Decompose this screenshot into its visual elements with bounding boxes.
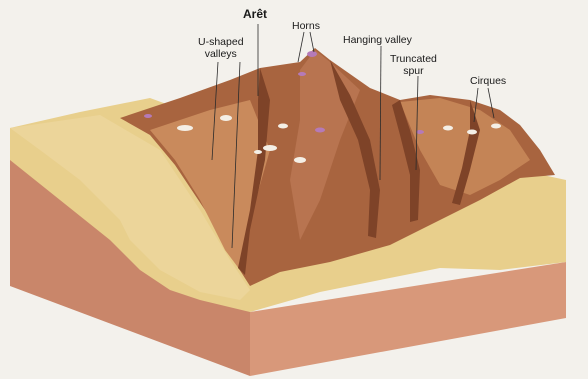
snow-patch-icon — [294, 157, 306, 163]
label-truncated-spur: Truncated spur — [390, 53, 437, 77]
leader-horns-2 — [310, 32, 314, 52]
snow-patch-icon — [263, 145, 277, 151]
ice-pink-icon — [144, 114, 152, 118]
snow-patch-icon — [220, 115, 232, 121]
label-horns: Horns — [292, 20, 320, 32]
label-cirques: Cirques — [470, 75, 506, 87]
label-hanging-valley: Hanging valley — [343, 34, 412, 46]
snow-patch-icon — [177, 125, 193, 131]
label-arete: Arêt — [243, 8, 267, 20]
label-u-shaped-valleys: U-shaped valleys — [198, 36, 244, 60]
snow-patch-icon — [467, 130, 477, 135]
snow-patch-icon — [278, 124, 288, 129]
ice-pink-icon — [307, 51, 317, 57]
snow-patch-icon — [254, 150, 262, 154]
snow-patch-icon — [491, 124, 501, 129]
ice-pink-icon — [298, 72, 306, 76]
leader-horns-1 — [298, 32, 304, 62]
ice-pink-icon — [315, 128, 325, 133]
snow-patch-icon — [443, 126, 453, 131]
